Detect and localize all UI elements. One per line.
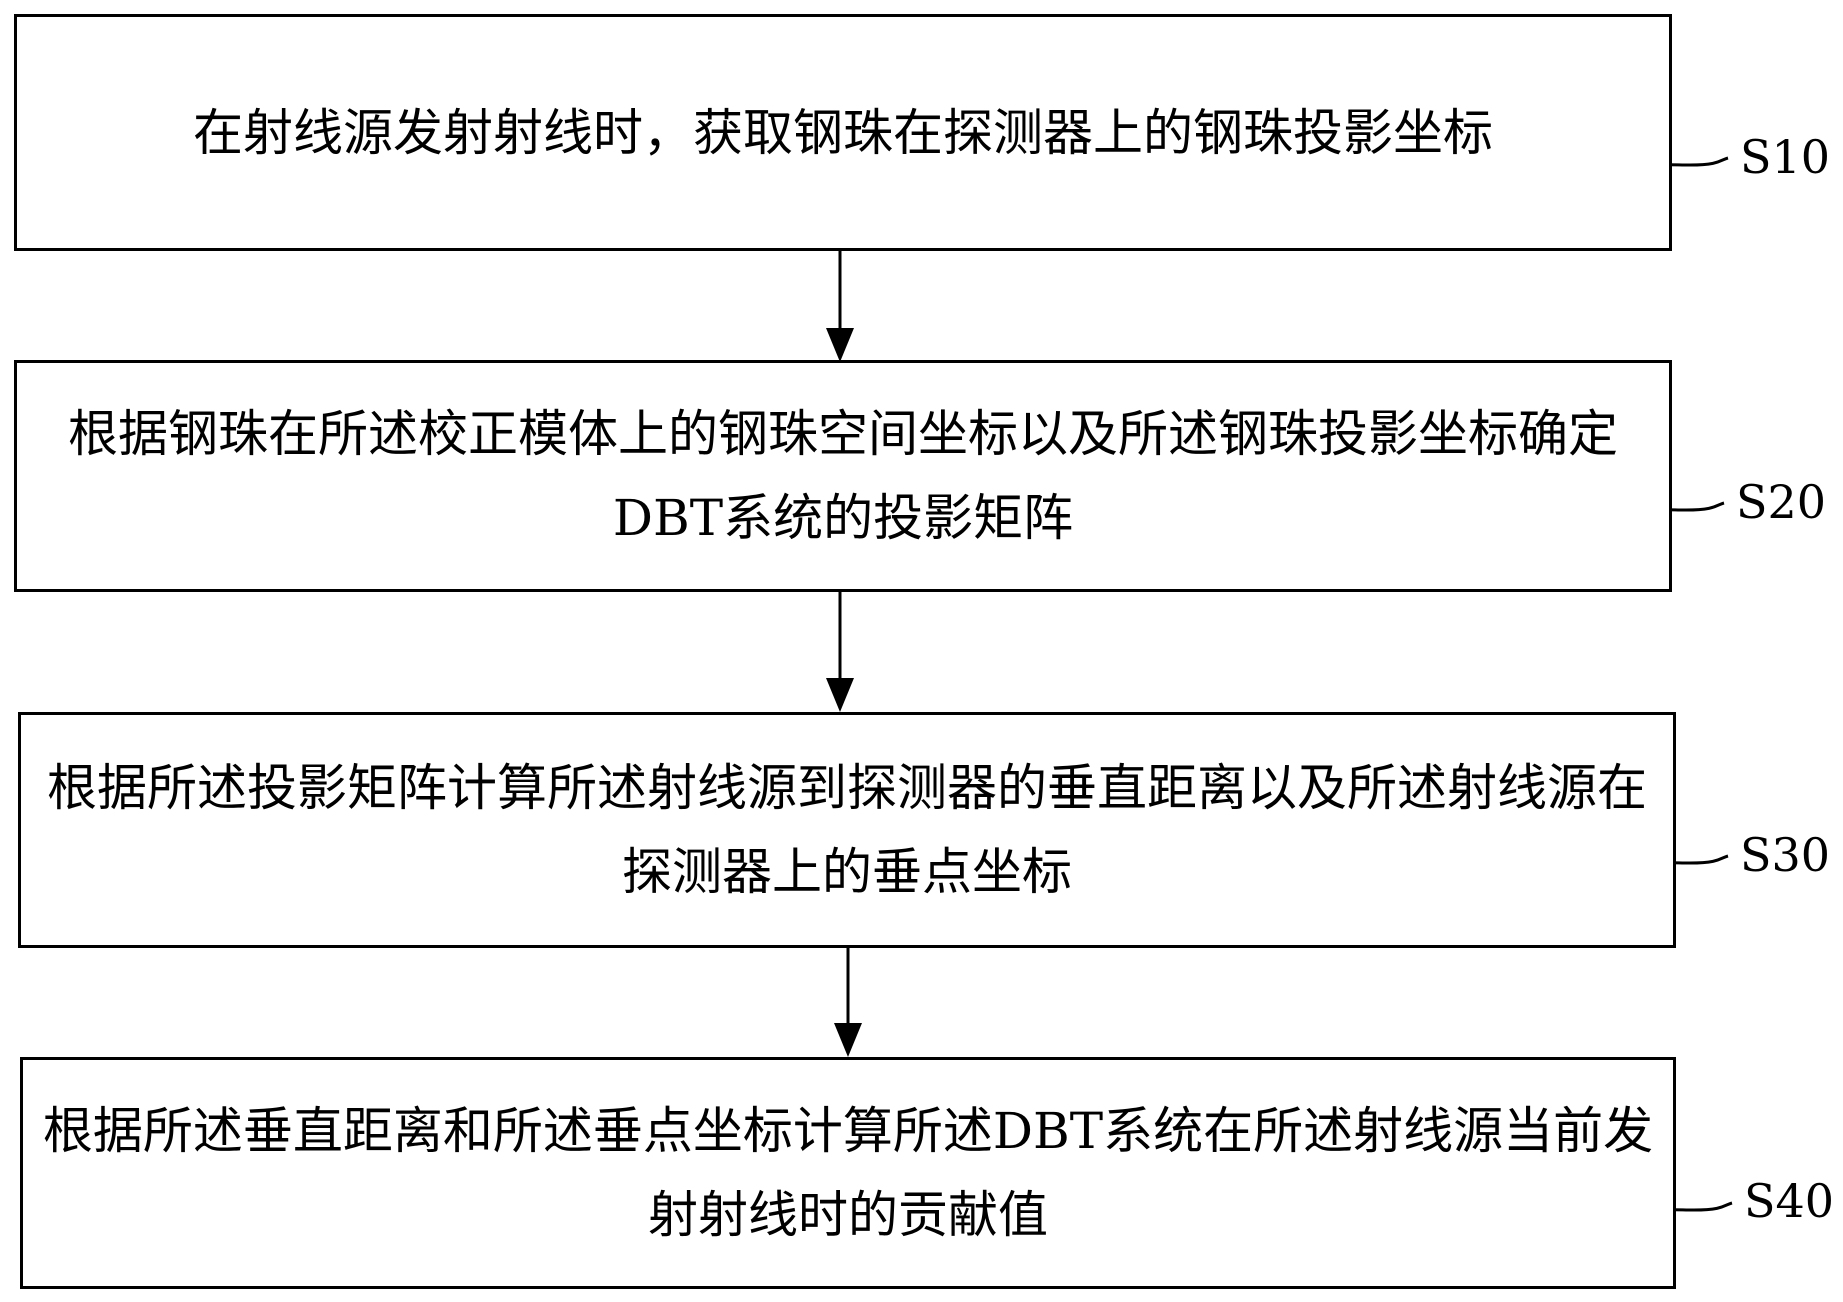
step-text-s40: 根据所述垂直距离和所述垂点坐标计算所述DBT系统在所述射线源当前发射射线时的贡献…	[42, 1102, 1654, 1244]
step-label-s20: S20	[1736, 475, 1827, 529]
step-label-s10: S10	[1740, 130, 1831, 184]
arrow-s30-to-s40	[834, 948, 862, 1057]
step-text-s20: 根据钢珠在所述校正模体上的钢珠空间坐标以及所述钢珠投影坐标确定DBT系统的投影矩…	[68, 405, 1618, 547]
step-box-s20: 根据钢珠在所述校正模体上的钢珠空间坐标以及所述钢珠投影坐标确定DBT系统的投影矩…	[14, 360, 1672, 592]
step-box-s30: 根据所述投影矩阵计算所述射线源到探测器的垂直距离以及所述射线源在探测器上的垂点坐…	[18, 712, 1676, 948]
step-text-s10: 在射线源发射射线时，获取钢珠在探测器上的钢珠投影坐标	[193, 103, 1493, 162]
step-box-s40: 根据所述垂直距离和所述垂点坐标计算所述DBT系统在所述射线源当前发射射线时的贡献…	[20, 1057, 1676, 1289]
step-text-s30: 根据所述投影矩阵计算所述射线源到探测器的垂直距离以及所述射线源在探测器上的垂点坐…	[47, 759, 1647, 901]
arrow-s20-to-s30	[826, 592, 854, 712]
step-box-s10: 在射线源发射射线时，获取钢珠在探测器上的钢珠投影坐标	[14, 14, 1672, 251]
arrow-s10-to-s20	[826, 251, 854, 362]
step-label-s30: S30	[1740, 828, 1831, 882]
step-label-s40: S40	[1744, 1174, 1835, 1228]
